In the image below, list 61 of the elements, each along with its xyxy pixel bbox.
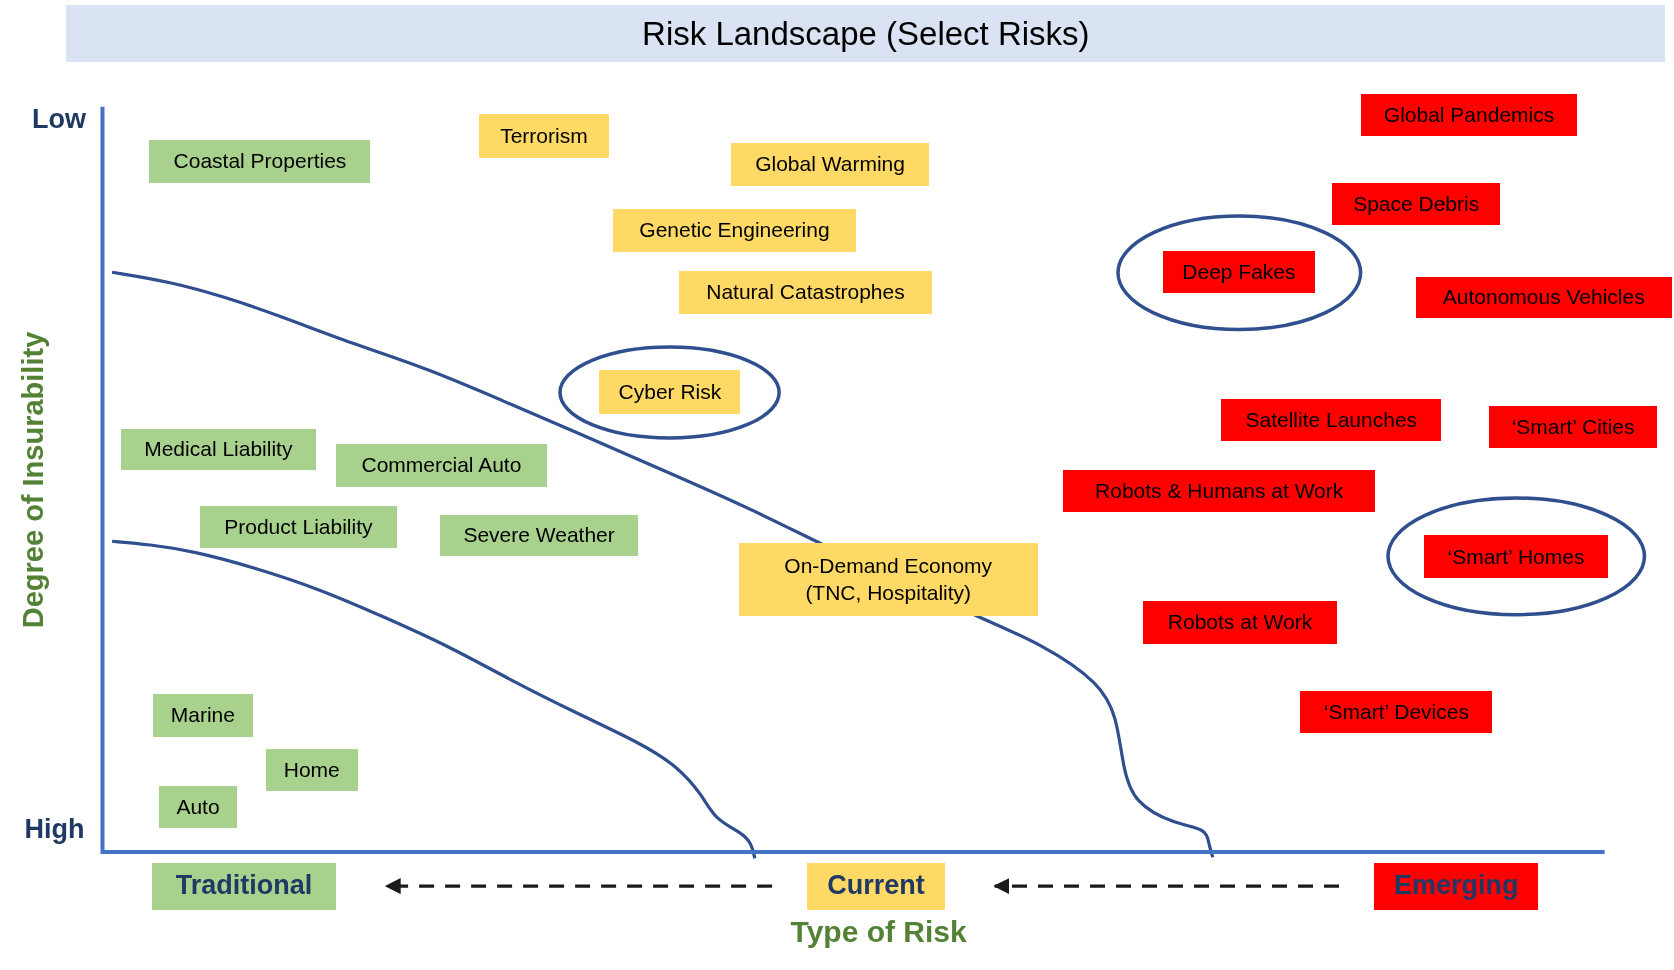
risk-tag bbox=[152, 693, 253, 737]
risk-tag bbox=[479, 114, 609, 158]
risk-tag bbox=[1143, 601, 1337, 644]
risk-name: Satellite Launches bbox=[1245, 406, 1418, 433]
risk-name: Global Pandemics bbox=[1383, 101, 1555, 128]
risk-tag bbox=[1424, 535, 1608, 579]
dashed-arrow bbox=[993, 878, 1339, 895]
risk-category-tag bbox=[1374, 862, 1539, 910]
risk-name: On-Demand Economy (TNC, Hospitality) bbox=[783, 553, 994, 606]
risk-name: Medical Liability bbox=[144, 436, 293, 463]
risk-name: Coastal Properties bbox=[173, 148, 347, 175]
risk-tag bbox=[439, 514, 639, 557]
risk-tag bbox=[1063, 469, 1376, 513]
risk-name: Autonomous Vehicles bbox=[1442, 284, 1645, 311]
risk-tag bbox=[731, 143, 929, 186]
risk-name: Auto bbox=[176, 793, 220, 820]
chart-title: Risk Landscape (Select Risks) bbox=[642, 14, 1090, 53]
risk-name: Product Liability bbox=[224, 513, 373, 540]
risk-tag bbox=[265, 749, 358, 792]
risk-tag bbox=[599, 370, 741, 415]
risk-tag bbox=[1221, 399, 1442, 441]
risk-tag bbox=[679, 271, 932, 314]
risk-name: Space Debris bbox=[1353, 190, 1480, 217]
risk-tag bbox=[1361, 93, 1577, 136]
category-name: Current bbox=[827, 869, 925, 903]
risk-name: Deep Fakes bbox=[1182, 259, 1296, 286]
risk-name: Natural Catastrophes bbox=[706, 279, 905, 306]
risk-name: Cyber Risk bbox=[618, 379, 722, 406]
risk-name: Home bbox=[283, 757, 340, 784]
risk-name: Robots & Humans at Work bbox=[1095, 477, 1344, 504]
x-axis-title: Type of Risk bbox=[790, 915, 967, 949]
dashed-arrow bbox=[384, 878, 773, 895]
risk-name: Terrorism bbox=[500, 122, 588, 149]
risk-tag bbox=[738, 543, 1038, 616]
risk-category-tag bbox=[807, 862, 945, 910]
category-name: Traditional bbox=[175, 869, 313, 903]
risk-tag bbox=[199, 506, 398, 548]
y-axis-title: Degree of Insurability bbox=[16, 332, 50, 629]
axis-end-label: Low bbox=[32, 103, 86, 135]
risk-name: Marine bbox=[170, 702, 235, 729]
risk-tag bbox=[149, 139, 371, 183]
risk-name: Global Warming bbox=[755, 151, 905, 178]
risk-name: ‘Smart’ Devices bbox=[1323, 698, 1469, 725]
risk-name: ‘Smart’ Cities bbox=[1511, 413, 1635, 440]
risk-name: Severe Weather bbox=[463, 522, 615, 549]
risk-name: Commercial Auto bbox=[361, 452, 522, 479]
risk-tag bbox=[1300, 690, 1493, 734]
category-name: Emerging bbox=[1393, 869, 1519, 903]
risk-name: ‘Smart’ Homes bbox=[1447, 543, 1585, 570]
risk-tag bbox=[1332, 182, 1500, 226]
risk-name: Robots at Work bbox=[1167, 609, 1313, 636]
risk-tag bbox=[1489, 405, 1657, 449]
risk-tag bbox=[120, 429, 316, 470]
axis-end-label: High bbox=[24, 813, 85, 845]
risk-tag bbox=[612, 209, 857, 252]
risk-tag bbox=[1415, 276, 1672, 319]
risk-name: Genetic Engineering bbox=[639, 217, 830, 244]
risk-category-tag bbox=[151, 862, 337, 910]
risk-tag bbox=[159, 785, 237, 829]
risk-tag bbox=[1163, 251, 1315, 294]
risk-tag bbox=[336, 444, 547, 487]
